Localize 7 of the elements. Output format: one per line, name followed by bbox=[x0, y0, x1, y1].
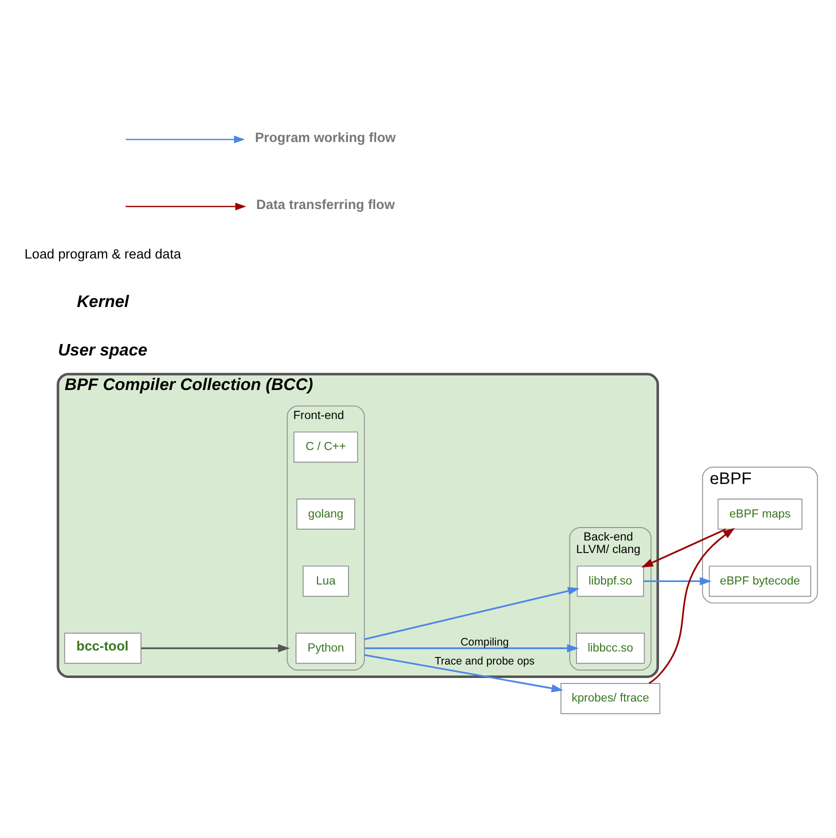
label: User space bbox=[58, 340, 148, 360]
edge-label: Trace and probe ops bbox=[434, 656, 535, 668]
legend-label: Program working flow bbox=[254, 130, 396, 145]
label: Load program & read data bbox=[24, 246, 182, 262]
label: Kernel bbox=[76, 292, 129, 312]
legend-label: Data transferring flow bbox=[256, 196, 395, 212]
edge-label: Compiling bbox=[460, 636, 509, 648]
